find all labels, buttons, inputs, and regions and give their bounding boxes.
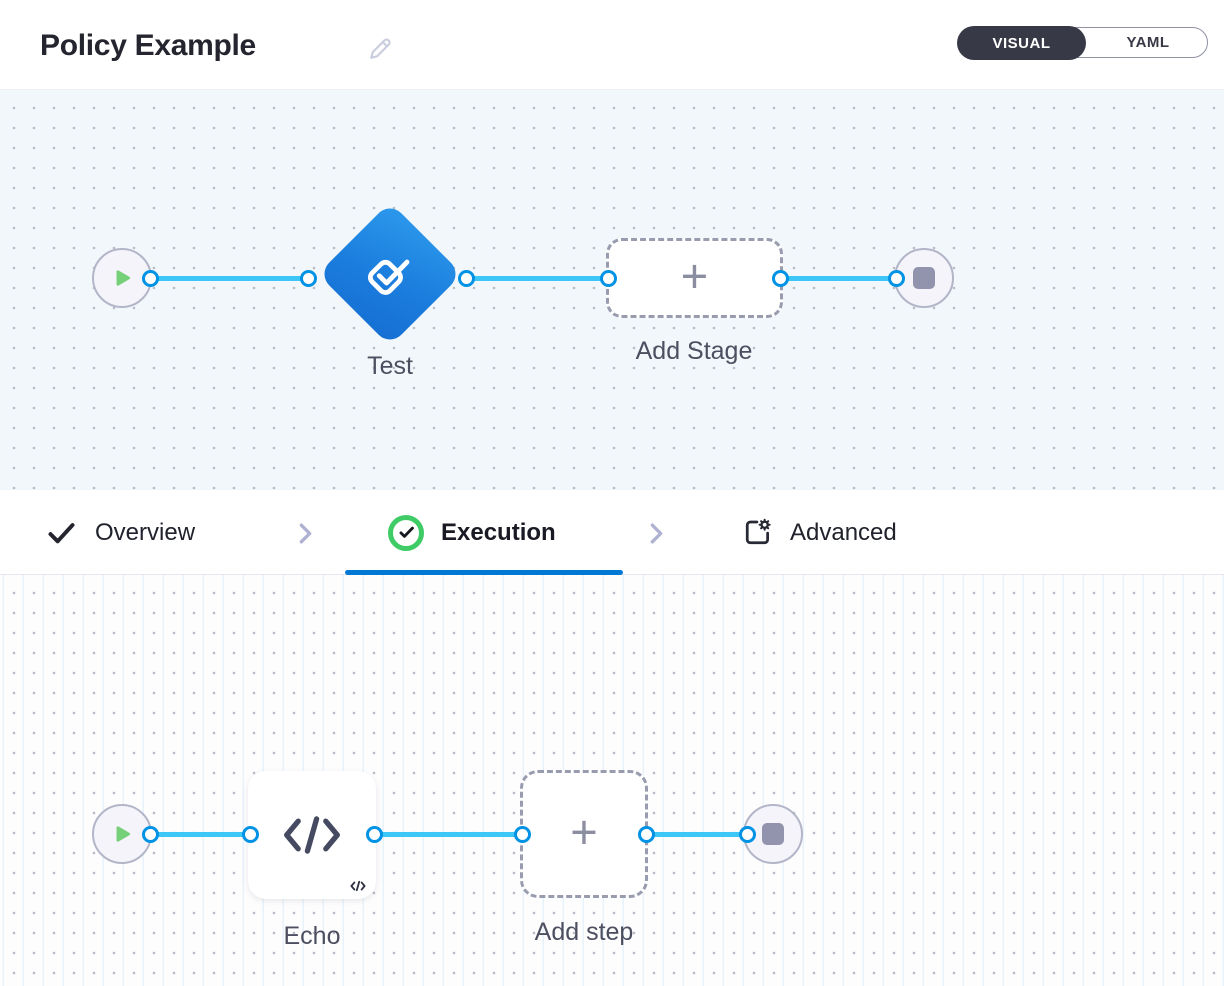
connector-line [150, 276, 308, 281]
header: Policy Example VISUAL YAML [0, 0, 1224, 90]
edit-title-button[interactable] [366, 36, 394, 64]
tab-execution[interactable]: Execution [388, 490, 556, 575]
add-stage-node[interactable]: + [606, 238, 783, 318]
connector-port[interactable] [638, 826, 655, 843]
add-step-label: Add step [534, 918, 634, 946]
check-circle-icon [388, 514, 424, 551]
policy-check-icon [367, 259, 410, 295]
connector-port[interactable] [772, 270, 789, 287]
tab-label: Advanced [790, 518, 897, 546]
code-badge-icon [350, 880, 366, 892]
connector-port[interactable] [888, 270, 905, 287]
add-stage-label: Add Stage [635, 337, 753, 365]
check-icon [45, 516, 78, 549]
stop-icon [913, 267, 935, 289]
page-title: Policy Example [40, 29, 256, 62]
connector-line [646, 832, 747, 837]
chevron-right-icon [648, 521, 665, 546]
play-icon [116, 270, 131, 286]
add-step-node[interactable]: + [520, 770, 648, 898]
toggle-yaml[interactable]: YAML [1126, 33, 1170, 51]
code-brackets-icon [284, 816, 340, 854]
stage-node-label: Test [367, 352, 413, 380]
panel-gear-icon [742, 517, 773, 548]
step-canvas[interactable]: + Echo Add step [0, 575, 1224, 986]
connector-port[interactable] [739, 826, 756, 843]
stop-icon [762, 823, 784, 845]
connector-port[interactable] [142, 270, 159, 287]
connector-port[interactable] [142, 826, 159, 843]
connector-port[interactable] [300, 270, 317, 287]
tab-advanced[interactable]: Advanced [742, 490, 897, 575]
connector-port[interactable] [366, 826, 383, 843]
tab-bar: Overview Execution [0, 490, 1224, 575]
connector-port[interactable] [458, 270, 475, 287]
connector-port[interactable] [600, 270, 617, 287]
step-node-label: Echo [283, 922, 341, 950]
connector-line [150, 832, 250, 837]
tab-label: Overview [95, 518, 196, 546]
tab-overview[interactable]: Overview [45, 490, 195, 575]
connector-line [781, 276, 896, 281]
connector-line [467, 276, 608, 281]
stage-node-test[interactable] [317, 201, 463, 347]
tab-label: Execution [441, 518, 556, 546]
connector-line [374, 832, 522, 837]
connector-port[interactable] [514, 826, 531, 843]
plus-icon: + [680, 249, 709, 302]
step-node-echo[interactable] [248, 771, 376, 899]
plus-icon: + [570, 805, 598, 858]
active-tab-underline [345, 570, 623, 575]
pencil-icon [370, 38, 391, 59]
play-icon [116, 826, 131, 842]
chevron-right-icon [297, 521, 314, 546]
connector-port[interactable] [242, 826, 259, 843]
stage-canvas[interactable]: + Test Add Stage [0, 90, 1224, 490]
toggle-visual[interactable]: VISUAL [957, 26, 1086, 60]
view-mode-toggle: VISUAL YAML [957, 26, 1208, 60]
